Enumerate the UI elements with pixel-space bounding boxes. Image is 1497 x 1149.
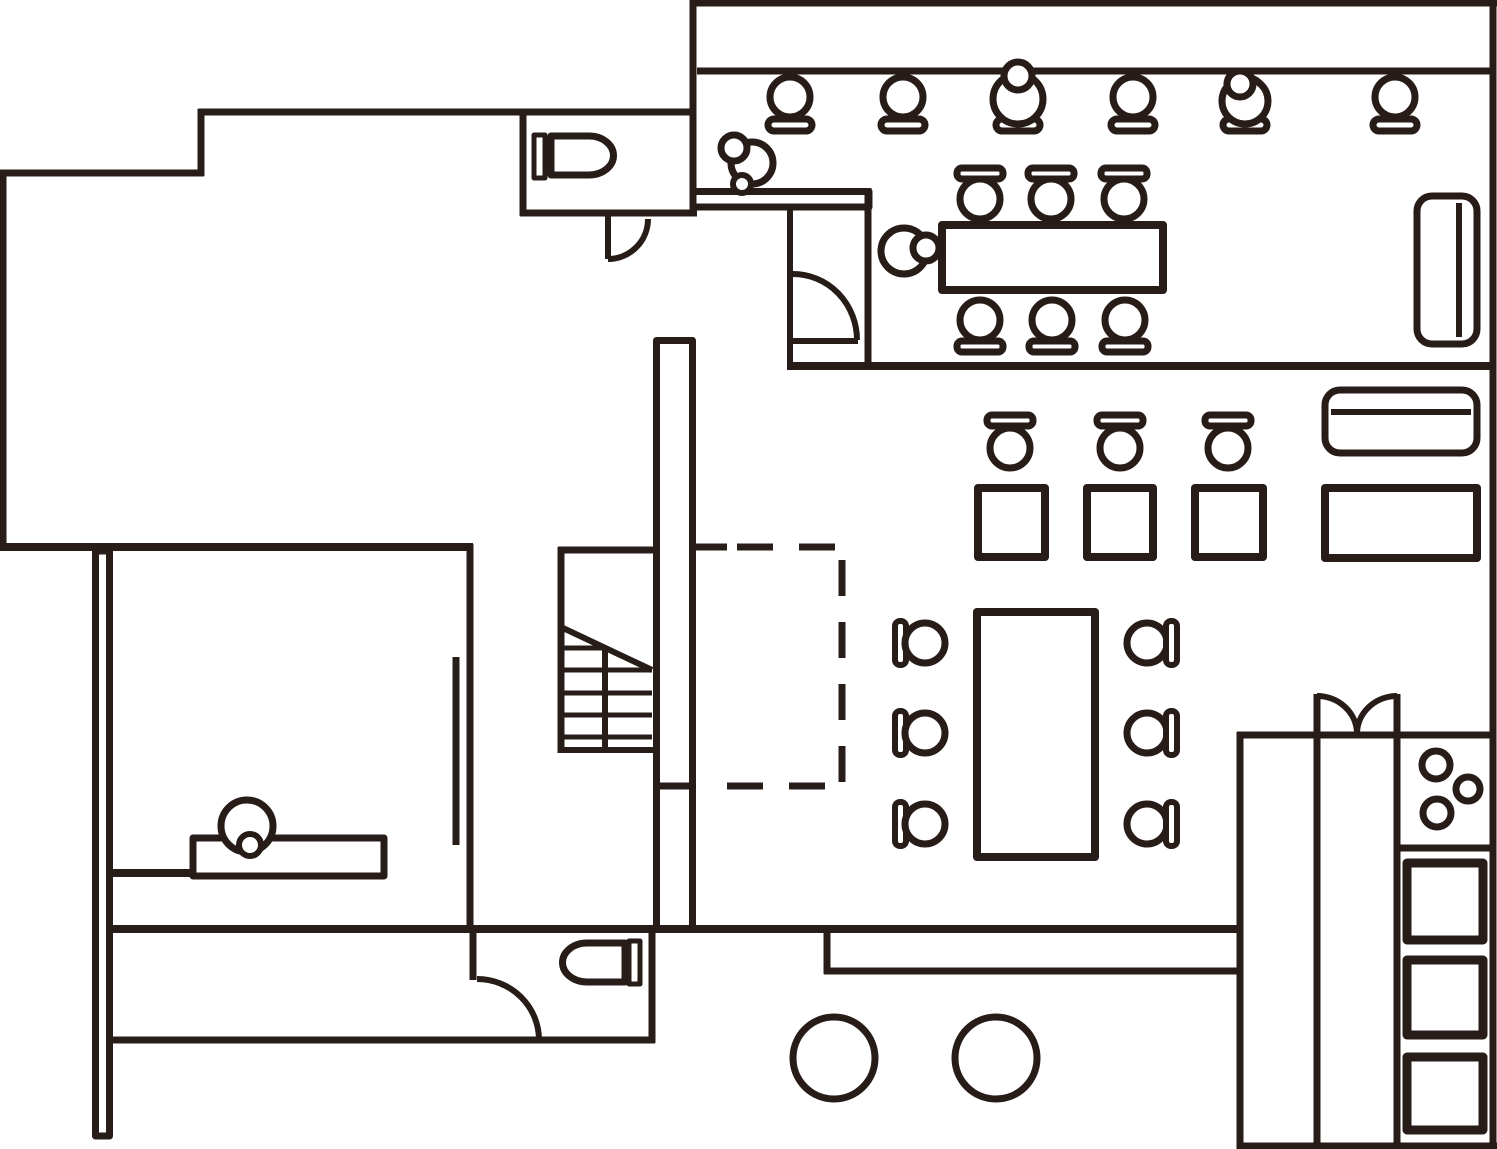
wc1-door-arc [607, 218, 651, 262]
lounge-chair-back-1 [983, 411, 1037, 430]
hall-chair-l2 [901, 709, 949, 757]
stool-top-2 [1027, 175, 1075, 223]
sink-faucet-icon [236, 831, 264, 859]
hall-chair-r3 [1123, 800, 1171, 848]
double-door-left-arc [1316, 693, 1360, 735]
hall-chair-back-r1 [1163, 618, 1180, 668]
stool-top-3 [1100, 175, 1148, 223]
hall-chair-r1 [1123, 619, 1171, 667]
counter-stool-base-1 [764, 115, 816, 135]
kitchen-unit-1 [1402, 858, 1488, 945]
person-stool3-head [1000, 58, 1036, 94]
square-table-3 [1191, 484, 1267, 561]
person-table-head [909, 231, 943, 265]
double-door-right-arc [1354, 693, 1398, 735]
burner-1-icon [1418, 747, 1454, 783]
hall-chair-r2 [1123, 709, 1171, 757]
hall-table [973, 608, 1099, 861]
burner-3-icon [1419, 795, 1455, 831]
stool-top-1 [956, 175, 1004, 223]
kitchen-unit-2 [1402, 955, 1488, 1040]
wc2-toilet-icon [559, 939, 629, 986]
stool-base-bottom-3 [1098, 337, 1152, 356]
square-table-2 [1083, 484, 1157, 561]
wc1-tank-icon [531, 132, 548, 181]
counter-stool-6 [1371, 73, 1419, 121]
kitchen-unit-3 [1402, 1052, 1488, 1135]
stool-bottom-1 [956, 296, 1004, 344]
square-table-1 [974, 484, 1049, 561]
wall-band-dining-west [689, 188, 873, 211]
sofa-horizontal [1321, 386, 1481, 457]
stool-base-bottom-1 [953, 337, 1007, 356]
hall-chair-back-r3 [1163, 799, 1180, 849]
hall-chair-l3 [901, 800, 949, 848]
person-stool5-head [1223, 67, 1257, 101]
dining-table [938, 221, 1167, 294]
side-table [1321, 484, 1481, 562]
counter-stool-2 [879, 73, 927, 121]
burner-2-icon [1452, 773, 1484, 805]
dining-door-arc [792, 271, 860, 341]
counter-stool-base-4 [1107, 115, 1159, 135]
counter-stool-1 [766, 73, 814, 121]
lounge-chair-3 [1204, 424, 1252, 472]
counter-stool-base-6 [1369, 115, 1421, 135]
hall-chair-l1 [901, 619, 949, 667]
sofa-vertical [1413, 192, 1481, 348]
counter-stool-4 [1109, 73, 1157, 121]
stool-bottom-2 [1028, 296, 1076, 344]
person-walker-foot [730, 172, 754, 196]
wc1-toilet-icon [547, 132, 617, 179]
counter-stool-base-2 [877, 115, 929, 135]
round-stool-1 [789, 1013, 879, 1103]
sink-counter [189, 834, 388, 880]
lounge-chair-back-3 [1201, 411, 1255, 430]
hall-chair-back-r2 [1163, 708, 1180, 758]
person-walker-head [717, 131, 751, 165]
wall-left-strip [92, 547, 113, 1140]
stool-bottom-3 [1101, 296, 1149, 344]
wc2-door-arc [476, 976, 542, 1041]
wc2-tank-icon [626, 938, 643, 987]
lounge-chair-back-2 [1093, 411, 1147, 430]
stool-base-bottom-2 [1025, 337, 1079, 356]
lounge-chair-2 [1096, 424, 1144, 472]
round-stool-2 [951, 1013, 1041, 1103]
wall-pillar [653, 337, 696, 933]
stairs-break-diagonal [561, 625, 654, 673]
lounge-chair-1 [986, 424, 1034, 472]
